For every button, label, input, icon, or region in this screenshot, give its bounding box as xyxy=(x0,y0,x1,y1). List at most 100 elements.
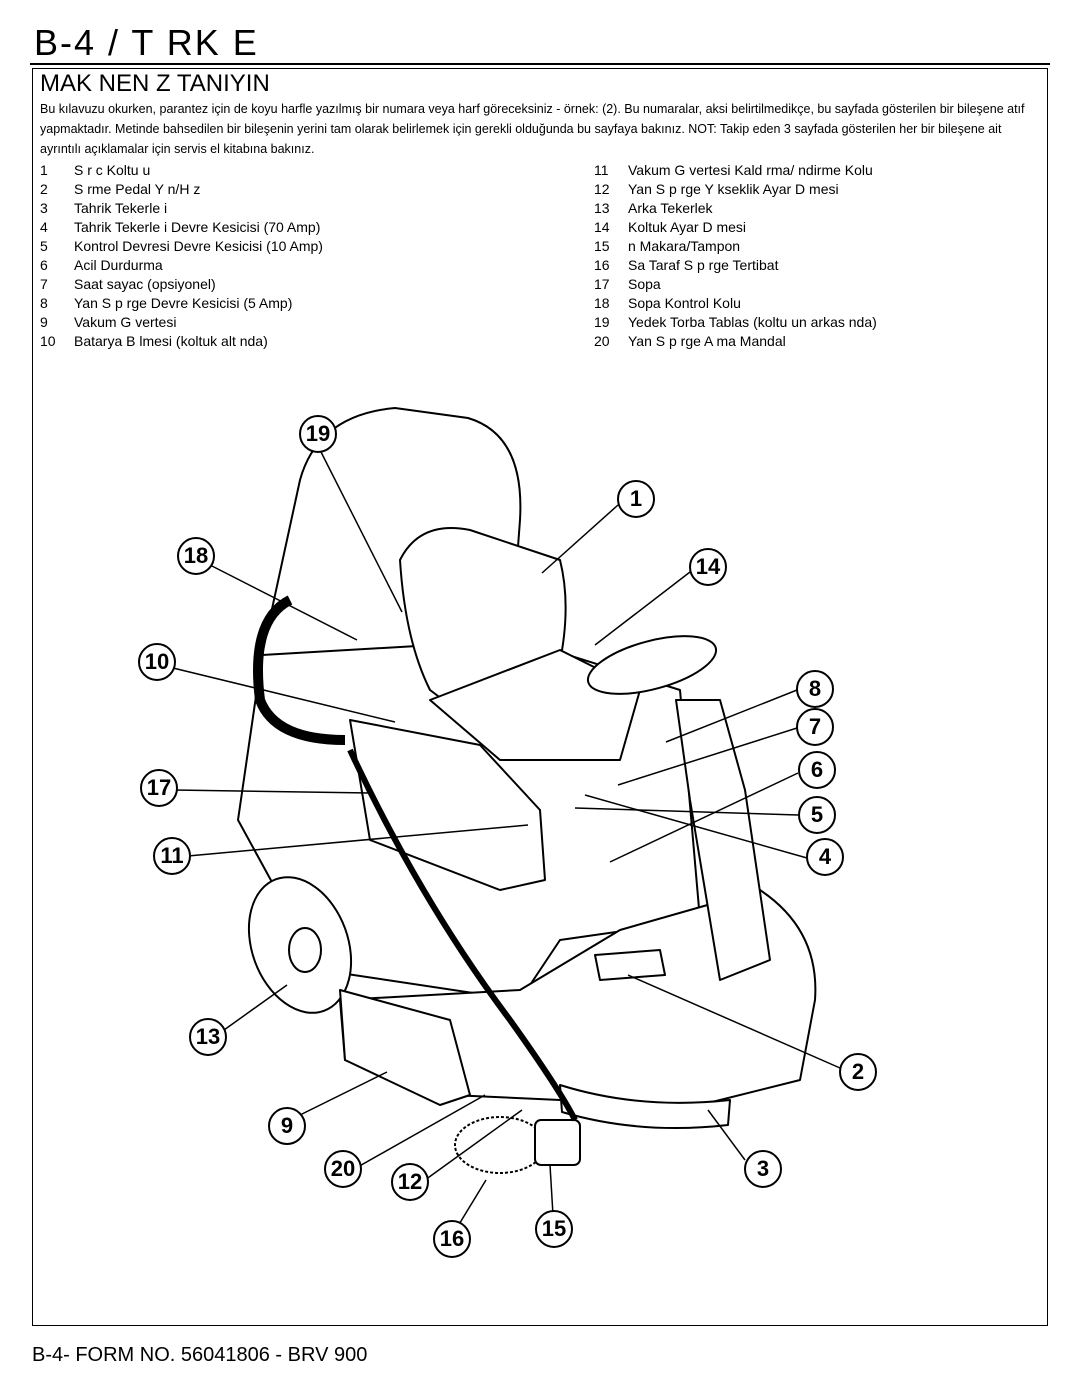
leader-line-6 xyxy=(609,772,799,863)
part-label: Tahrik Tekerle i Devre Kesicisi (70 Amp) xyxy=(74,219,321,235)
callout-7: 7 xyxy=(796,708,834,746)
steering-column-shape xyxy=(675,699,771,981)
intro-paragraph: Bu kılavuzu okurken, parantez için de ko… xyxy=(40,102,1025,156)
leader-line-5 xyxy=(574,807,799,816)
leader-line-3 xyxy=(707,1109,746,1161)
callout-14: 14 xyxy=(689,548,727,586)
part-number: 9 xyxy=(40,314,48,330)
callout-2: 2 xyxy=(839,1053,877,1091)
leader-line-7 xyxy=(617,727,798,786)
list-item: 7 Saat sayac (opsiyonel) xyxy=(40,275,323,294)
leader-line-9 xyxy=(299,1071,388,1116)
broom-arm-shape xyxy=(534,1119,581,1166)
rear-hub-shape xyxy=(288,927,322,973)
part-label: Yan S p rge A ma Mandal xyxy=(628,333,786,349)
part-label: Tahrik Tekerle i xyxy=(74,200,168,216)
list-item: 1 S r c Koltu u xyxy=(40,161,323,180)
page-title: B-4 / T RK E xyxy=(34,22,259,63)
list-item: 18 Sopa Kontrol Kolu xyxy=(594,294,877,313)
part-label: Sopa Kontrol Kolu xyxy=(628,295,741,311)
list-item: 17 Sopa xyxy=(594,275,877,294)
part-label: S r c Koltu u xyxy=(74,162,151,178)
part-number: 5 xyxy=(40,238,48,254)
list-item: 15 n Makara/Tampon xyxy=(594,237,877,256)
part-number: 19 xyxy=(594,314,610,330)
part-label: Sa Taraf S p rge Tertibat xyxy=(628,257,779,273)
bumper-shape xyxy=(559,1084,731,1130)
list-item: 2 S rme Pedal Y n/H z xyxy=(40,180,323,199)
list-item: 9 Vakum G vertesi xyxy=(40,313,323,332)
steering-wheel-shape xyxy=(586,635,718,695)
part-number: 4 xyxy=(40,219,48,235)
part-label: n Makara/Tampon xyxy=(628,238,741,254)
section-title: MAK NEN Z TANIYIN xyxy=(40,70,270,97)
vacuum-box-shape xyxy=(339,989,471,1106)
leader-lines xyxy=(172,449,841,1227)
list-item: 3 Tahrik Tekerle i xyxy=(40,199,323,218)
pedal-shape xyxy=(594,949,666,981)
part-label: Yedek Torba Tablas (koltu un arkas nda) xyxy=(628,314,877,330)
list-item: 8 Yan S p rge Devre Kesicisi (5 Amp) xyxy=(40,294,323,313)
callout-15: 15 xyxy=(535,1210,573,1248)
part-number: 15 xyxy=(594,238,610,254)
part-label: Batarya B lmesi (koltuk alt nda) xyxy=(74,333,268,349)
callout-5: 5 xyxy=(798,796,836,834)
callout-10: 10 xyxy=(138,643,176,681)
list-item: 5 Kontrol Devresi Devre Kesicisi (10 Amp) xyxy=(40,237,323,256)
callout-12: 12 xyxy=(391,1163,429,1201)
part-label: Acil Durdurma xyxy=(74,257,163,273)
list-item: 16 Sa Taraf S p rge Tertibat xyxy=(594,256,877,275)
part-label: Arka Tekerlek xyxy=(628,200,713,216)
part-label: Yan S p rge Y kseklik Ayar D mesi xyxy=(628,181,839,197)
part-label: Vakum G vertesi xyxy=(74,314,177,330)
part-number: 2 xyxy=(40,181,48,197)
list-item: 19 Yedek Torba Tablas (koltu un arkas nda… xyxy=(594,313,877,332)
leader-line-4 xyxy=(584,794,808,859)
part-label: Koltuk Ayar D mesi xyxy=(628,219,747,235)
part-number: 8 xyxy=(40,295,48,311)
callout-4: 4 xyxy=(806,838,844,876)
part-number: 1 xyxy=(40,162,48,178)
part-label: S rme Pedal Y n/H z xyxy=(74,181,201,197)
callout-6: 6 xyxy=(798,751,836,789)
header-rule xyxy=(30,63,1050,65)
leader-line-8 xyxy=(665,689,798,743)
list-item: 12 Yan S p rge Y kseklik Ayar D mesi xyxy=(594,180,877,199)
callout-13: 13 xyxy=(189,1018,227,1056)
hose-shape xyxy=(253,595,346,745)
leader-line-12 xyxy=(424,1109,523,1181)
part-number: 12 xyxy=(594,181,610,197)
part-label: Sopa xyxy=(628,276,661,292)
part-label: Saat sayac (opsiyonel) xyxy=(74,276,216,292)
leader-line-19 xyxy=(319,449,403,613)
callout-17: 17 xyxy=(140,769,178,807)
leader-line-14 xyxy=(594,571,691,646)
callout-19: 19 xyxy=(299,415,337,453)
callout-9: 9 xyxy=(268,1107,306,1145)
callout-20: 20 xyxy=(324,1150,362,1188)
part-number: 7 xyxy=(40,276,48,292)
part-label: Kontrol Devresi Devre Kesicisi (10 Amp) xyxy=(74,238,323,254)
footer-form-number: B-4- FORM NO. 56041806 - BRV 900 xyxy=(32,1344,368,1366)
part-number: 17 xyxy=(594,276,610,292)
leader-line-18 xyxy=(209,564,358,641)
part-label: Yan S p rge Devre Kesicisi (5 Amp) xyxy=(74,295,293,311)
part-number: 3 xyxy=(40,200,48,216)
leader-line-1 xyxy=(541,504,619,574)
part-number: 20 xyxy=(594,333,610,349)
content-frame xyxy=(32,68,1048,1326)
part-number: 18 xyxy=(594,295,610,311)
part-label: Vakum G vertesi Kald rma/ ndirme Kolu xyxy=(628,162,873,178)
part-number: 14 xyxy=(594,219,610,235)
leader-line-20 xyxy=(355,1094,486,1169)
leader-line-11 xyxy=(187,824,529,857)
part-number: 16 xyxy=(594,257,610,273)
leader-line-15 xyxy=(549,1164,554,1216)
